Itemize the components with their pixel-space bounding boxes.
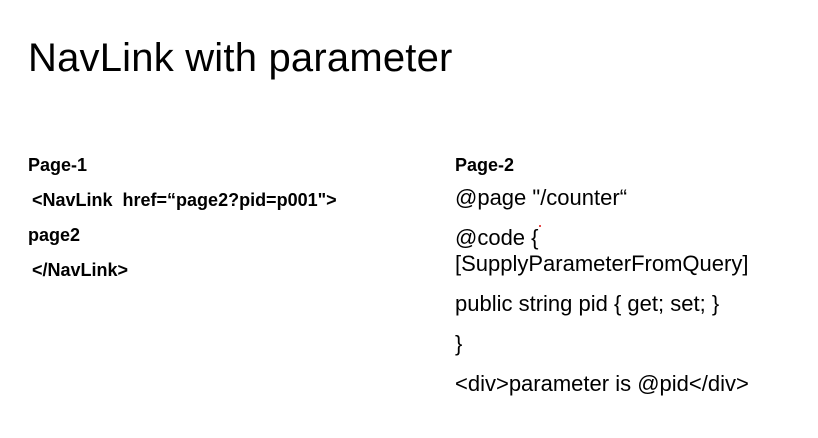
page-2-heading: Page-2 (455, 155, 515, 175)
red-dot-mark (539, 225, 541, 227)
page-1-heading: Page-1 (28, 155, 88, 175)
navlink-text: page2 (28, 225, 81, 245)
navlink-open-tag: <NavLink href=“page2?pid=p001"> (32, 190, 337, 210)
code-block-close-line: } (455, 331, 463, 356)
supply-parameter-attribute-line: [SupplyParameterFromQuery] (455, 251, 749, 276)
page-2-column: Page-2 @page "/counter“ @code { [SupplyP… (455, 154, 810, 397)
code-block-open-line: @code { (455, 225, 539, 250)
navlink-close-tag: </NavLink> (32, 260, 129, 280)
pid-property-line: public string pid { get; set; } (455, 291, 720, 316)
slide-title: NavLink with parameter (28, 36, 453, 80)
page-1-column: Page-1 <NavLink href=“page2?pid=p001"> p… (28, 154, 428, 281)
page-directive-line: @page "/counter“ (455, 185, 628, 210)
div-output-line: <div>parameter is @pid</div> (455, 371, 749, 396)
